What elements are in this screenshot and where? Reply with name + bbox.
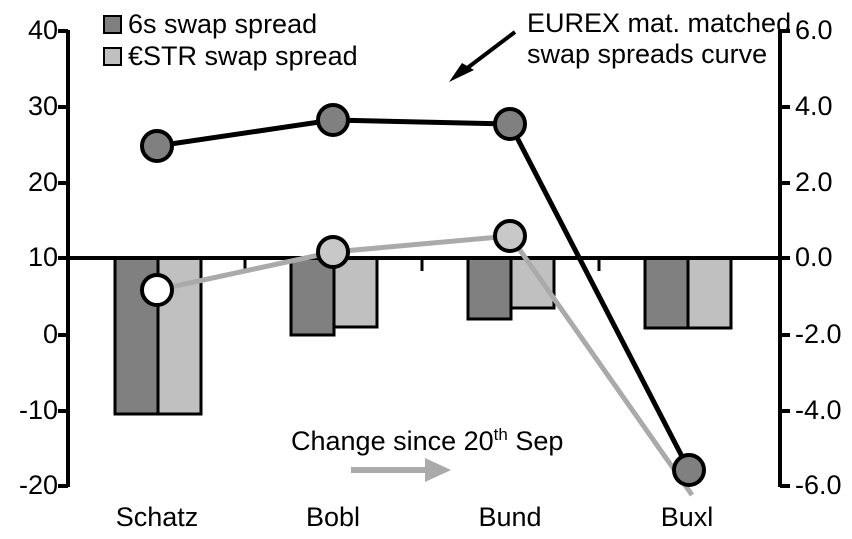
category-label-bobl: Bobl [305,502,361,532]
left-axis [58,29,70,488]
change-since-note: Change since 20th Sep [291,425,564,456]
marker-eurex-schatz [140,129,174,163]
bar-bund-6s [466,256,513,321]
left-tick-neg20-label: -20 [18,470,58,500]
bar-buxl-6s [643,256,690,330]
marker-eurex-bobl [316,103,350,137]
series-eurex-curve [140,103,706,487]
marker-change-bobl [316,235,350,269]
left-tick-40-label: 40 [27,15,58,45]
category-label-buxl: Buxl [660,502,714,532]
left-tick-30-label: 30 [27,91,58,121]
bar-bund-estr [509,256,556,310]
legend-item-6s-swap-spread[interactable]: 6s swap spread [103,8,358,40]
marker-eurex-bund [493,107,527,141]
change-since-arrow-icon [351,458,451,482]
left-tick-neg10-label: -10 [18,395,58,425]
legend-label-estr: €STR swap spread [128,40,358,71]
legend-swatch-icon-estr [103,46,122,66]
bar-buxl-estr [686,256,733,330]
bar-bobl-6s [289,256,336,337]
left-tick-10-label: 10 [27,242,58,272]
left-tick-0-label: 0 [42,319,58,349]
change-since-suffix: Sep [507,426,564,456]
legend-swatch-icon-6s [103,14,122,34]
left-tick-20-label: 20 [27,167,58,197]
marker-change-bund [493,219,527,253]
callout-arrow-icon [449,30,517,82]
marker-eurex-buxl [672,453,706,487]
category-label-schatz: Schatz [115,502,199,532]
right-tick-neg4-label: -4.0 [795,395,842,425]
change-since-prefix: Change since 20 [291,426,494,456]
right-tick-neg6-label: -6.0 [795,470,842,500]
legend-label-6s: 6s swap spread [128,8,318,39]
right-tick-0-label: 0.0 [795,242,833,272]
right-tick-2-label: 2.0 [795,167,833,197]
right-tick-neg2-label: -2.0 [795,319,842,349]
right-tick-6-label: 6.0 [795,15,833,45]
legend-item-estr-swap-spread[interactable]: €STR swap spread [103,40,358,72]
marker-change-schatz [140,273,174,307]
chart-legend: 6s swap spread €STR swap spread [103,8,358,72]
callout-annotation-line2: swap spreads curve [527,39,768,70]
category-label-bund: Bund [478,502,542,532]
change-since-ordinal: th [493,425,508,444]
callout-annotation: EUREX mat. matched swap spreads curve [527,8,791,71]
right-axis [778,29,790,488]
callout-annotation-line1: EUREX mat. matched [527,8,792,38]
right-tick-4-label: 4.0 [795,91,833,121]
bar-bobl-estr [332,256,379,329]
series-change-since-line [140,219,695,497]
